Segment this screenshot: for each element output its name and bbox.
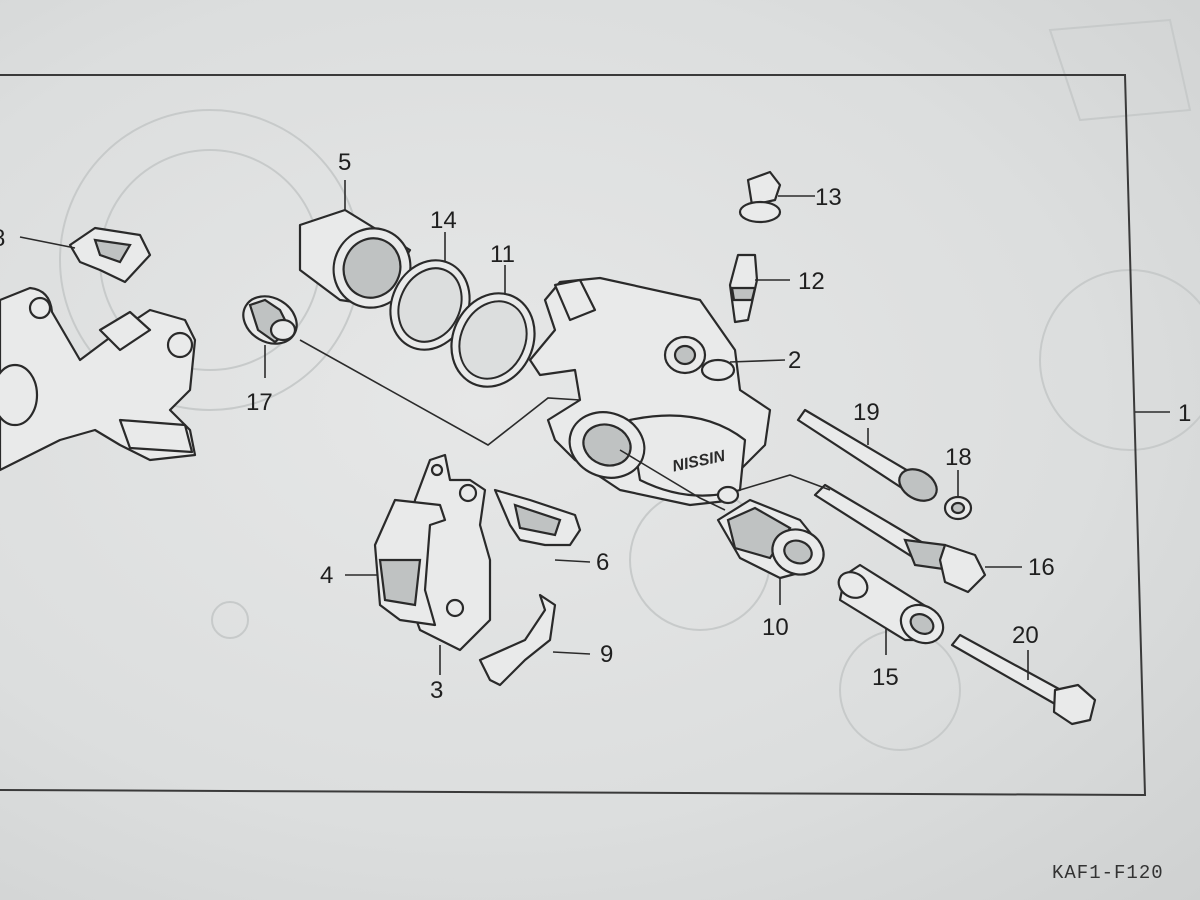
callout-2: 2 — [788, 347, 801, 374]
callout-16: 16 — [1028, 554, 1055, 581]
part-12-bleeder-valve — [728, 253, 759, 324]
part-18-nut — [943, 495, 973, 521]
part-14-seal — [389, 259, 471, 351]
callout-17: 17 — [246, 389, 273, 416]
part-10-boot — [716, 498, 825, 580]
part-6-spring — [493, 488, 582, 547]
callout-3: 3 — [430, 677, 443, 704]
callout-5: 5 — [338, 149, 351, 176]
part-17-boot — [242, 295, 298, 345]
callout-14: 14 — [430, 207, 457, 234]
leader-lines — [19, 180, 1029, 680]
part-13-bleeder-cap — [738, 170, 782, 224]
caliper-bracket — [0, 286, 197, 472]
part-15-sleeve — [837, 563, 945, 645]
callout-4: 4 — [320, 562, 333, 589]
callout-labels: 2 3 4 5 6 8 9 10 11 12 13 14 15 16 17 18… — [0, 149, 1191, 704]
callout-12: 12 — [798, 268, 825, 295]
part-8-clip — [68, 226, 152, 284]
callout-13: 13 — [815, 184, 842, 211]
callout-15: 15 — [872, 664, 899, 691]
part-16-pin-bolt — [813, 483, 987, 594]
callout-8: 8 — [0, 225, 5, 252]
callout-11: 11 — [490, 241, 515, 268]
part-11-seal — [450, 292, 536, 388]
callout-9: 9 — [600, 641, 613, 668]
drawing-code: KAF1-F120 — [1052, 862, 1164, 884]
callout-1-assembly: 1 — [1178, 400, 1191, 427]
part-9-retainer — [478, 593, 557, 687]
diagram-frame — [0, 74, 1147, 797]
part-19-pin — [796, 408, 938, 502]
part-4-pad — [373, 498, 447, 627]
callout-20: 20 — [1012, 622, 1039, 649]
callout-10: 10 — [762, 614, 789, 641]
callout-6: 6 — [596, 549, 609, 576]
part-2-caliper-body: NISSIN — [528, 276, 772, 507]
callout-18: 18 — [945, 444, 972, 471]
callout-19: 19 — [853, 399, 880, 426]
part-20-bolt — [950, 633, 1097, 726]
